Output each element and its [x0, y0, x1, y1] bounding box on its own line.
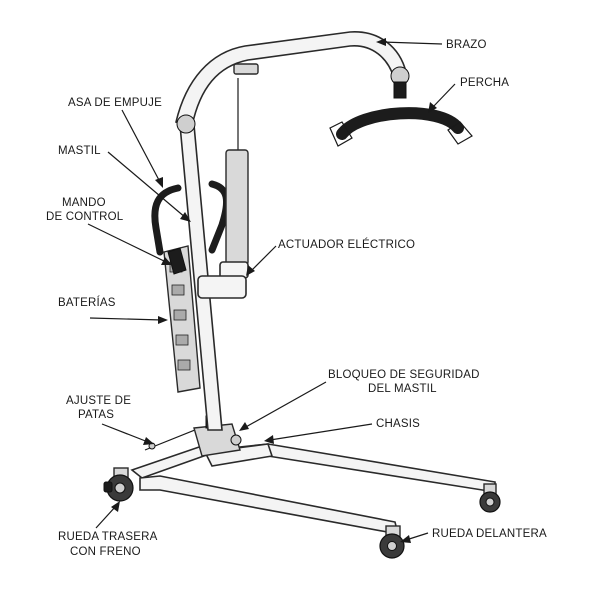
front-wheel — [379, 525, 405, 559]
rear-wheel-with-brake — [103, 467, 134, 502]
label-rueda-trasera-line1: RUEDA TRASERA — [58, 531, 158, 543]
label-mastil: MASTIL — [58, 145, 101, 157]
boom-arm — [175, 31, 410, 134]
callouts — [87, 38, 456, 543]
spreader-bar — [329, 81, 473, 147]
label-percha: PERCHA — [460, 77, 509, 89]
electric-actuator — [197, 78, 249, 299]
label-ajuste-line1: AJUSTE DE — [66, 395, 131, 407]
label-chasis: CHASIS — [376, 418, 420, 430]
chassis — [130, 429, 496, 536]
control-handset — [167, 247, 187, 275]
label-mando-line1: MANDO — [62, 197, 106, 209]
label-ajuste-line2: PATAS — [78, 409, 114, 421]
label-bloqueo-line2: DEL MASTIL — [368, 383, 437, 395]
label-rueda-trasera-line2: CON FRENO — [70, 546, 141, 558]
label-actuador: ACTUADOR ELÉCTRICO — [278, 238, 415, 251]
label-rueda-delantera: RUEDA DELANTERA — [432, 528, 547, 540]
label-bloqueo-line1: BLOQUEO DE SEGURIDAD — [328, 369, 480, 381]
label-baterias: BATERÍAS — [58, 296, 116, 309]
label-asa-empuje: ASA DE EMPUJE — [68, 97, 162, 109]
labels: BRAZO PERCHA ASA DE EMPUJE MASTIL MANDO … — [46, 39, 547, 558]
label-brazo: BRAZO — [446, 39, 487, 51]
label-mando-line2: DE CONTROL — [46, 211, 124, 223]
rear-wheel-right — [479, 483, 501, 513]
